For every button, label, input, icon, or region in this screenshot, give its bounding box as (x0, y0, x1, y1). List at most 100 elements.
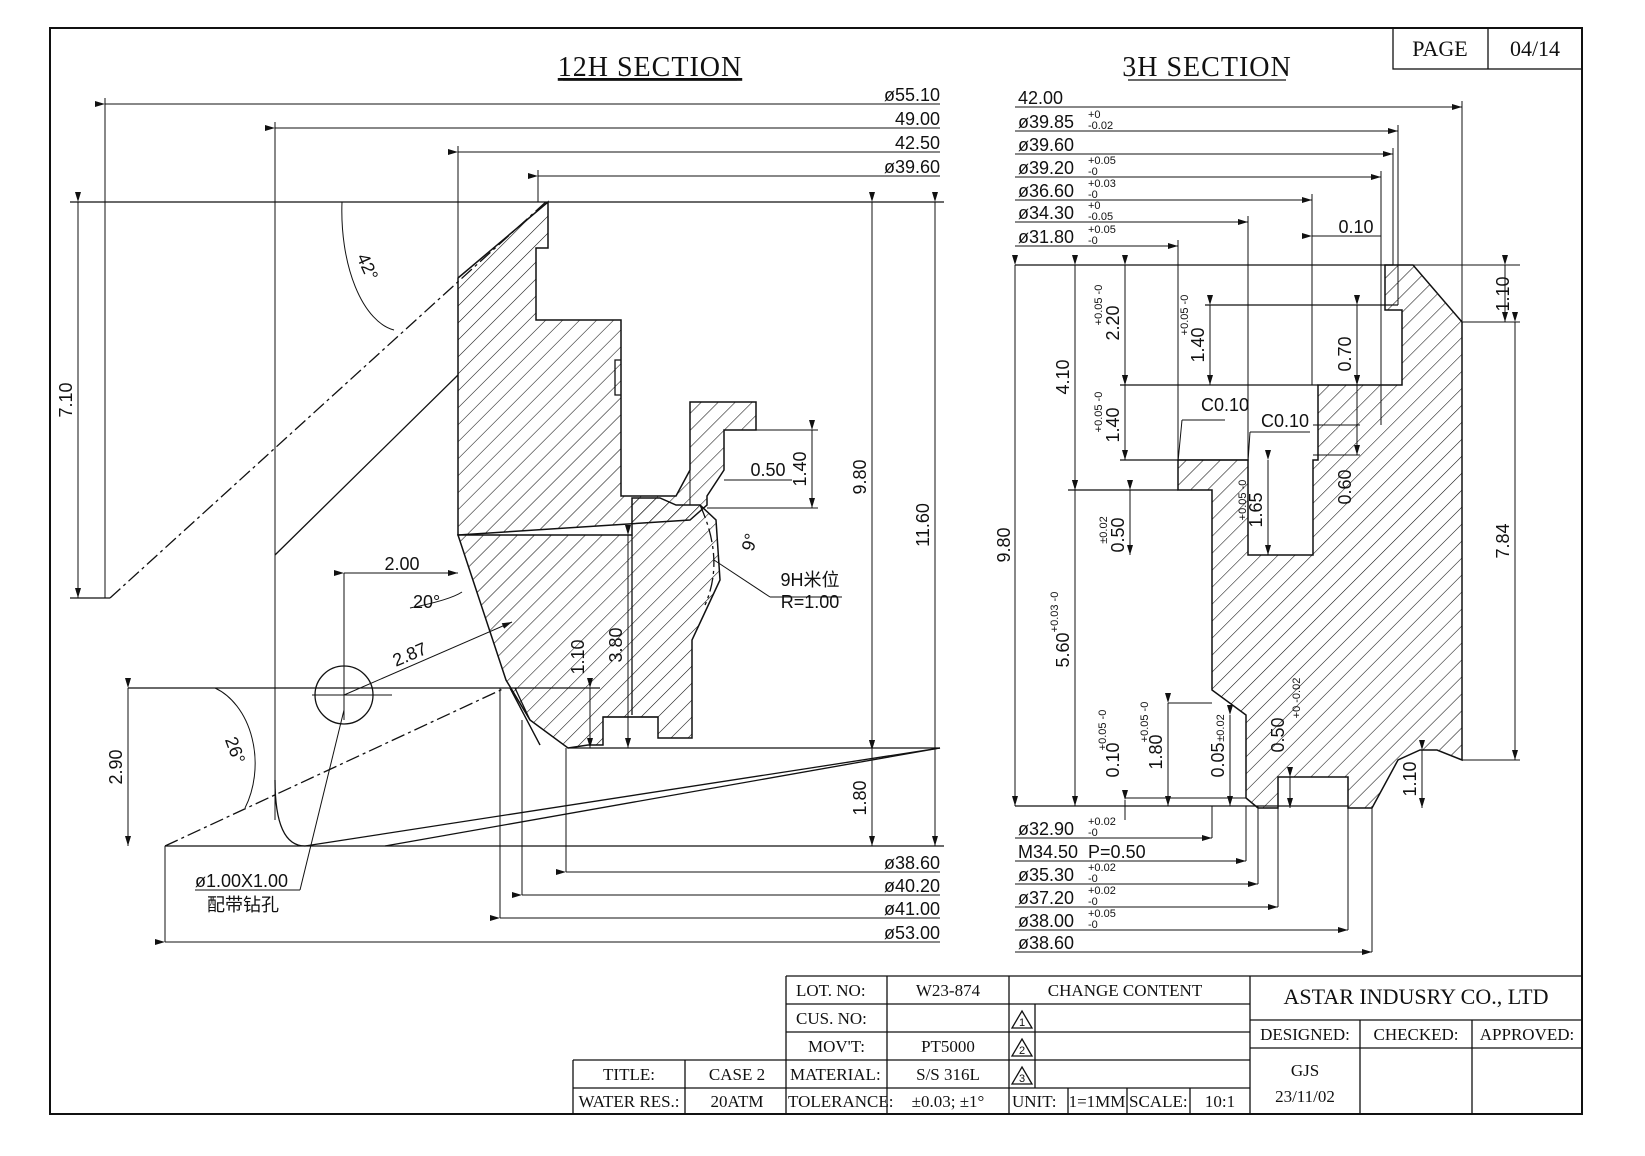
approved-label: APPROVED: (1480, 1025, 1574, 1044)
rev-2: 2 (1019, 1045, 1025, 1057)
dim-right-060: 0.60 (1335, 469, 1355, 504)
title-label: TITLE: (603, 1065, 655, 1084)
dim-right-140b: 1.40 (1103, 407, 1123, 442)
chamfer-a: C0.10 (1201, 395, 1249, 415)
dim-right-bot-5: ø38.60 (1018, 933, 1074, 953)
dim-left-bottom-2: ø41.00 (884, 899, 940, 919)
tolerance-label: TOLERANCE: (788, 1092, 893, 1111)
dim-right-top-3: ø39.20 (1018, 158, 1074, 178)
dim-1160: 11.60 (913, 503, 933, 547)
water-value: 20ATM (711, 1092, 764, 1111)
revision-triangle-icon (1010, 1065, 1034, 1085)
drawing-frame (49, 27, 1583, 1115)
dim-right-050b: 0.50 (1268, 717, 1288, 752)
dim-left-top-3: ø39.60 (884, 157, 940, 177)
dim-right-bot-4: ø38.00 (1018, 911, 1074, 931)
dim-right-top-1: ø39.85 (1018, 112, 1074, 132)
water-label: WATER RES.: (578, 1092, 679, 1111)
dim-right-top-1-up: +0 (1088, 109, 1101, 121)
lot-label: LOT. NO: (796, 981, 866, 1000)
dim-right-560-tol: +0.03 -0 (1049, 592, 1061, 633)
dim-right-220-tol: +0.05 -0 (1093, 285, 1105, 326)
cus-label: CUS. NO: (796, 1009, 867, 1028)
dim-right-bot-3: ø37.20 (1018, 888, 1074, 908)
dim-right-050: 0.50 (1108, 517, 1128, 552)
dim-right-bot-0-dn: -0 (1088, 827, 1098, 839)
dim-110-left: 1.10 (568, 639, 588, 674)
dim-right-140a-tol: +0.05 -0 (1179, 295, 1191, 336)
dim-left-top-1: 49.00 (895, 109, 940, 129)
change-header: CHANGE CONTENT (1048, 981, 1203, 1000)
page-label: PAGE (1412, 36, 1467, 61)
dim-right-top-4: ø36.60 (1018, 181, 1074, 201)
dim-left-bottom-0: ø38.60 (884, 853, 940, 873)
dim-right-784: 7.84 (1493, 523, 1513, 558)
dim-right-bot-3-dn: -0 (1088, 896, 1098, 908)
angle-9-label: 9° (738, 531, 762, 553)
right-top-dims: 42.00 ø39.85 +0 -0.02 ø39.60 ø39.20 +0.0… (1018, 88, 1116, 247)
revision-triangle-icon (1010, 1009, 1034, 1029)
dim-right-180-tol: +0.05 -0 (1139, 702, 1151, 743)
page-box: PAGE 04/14 (1392, 27, 1583, 70)
dim-right-top-5-up: +0 (1088, 200, 1101, 212)
note-9h-line2: R=1.00 (781, 592, 840, 612)
left-section-geometry (70, 98, 944, 945)
dim-180-left: 1.80 (850, 780, 870, 815)
dim-right-bot-0-up: +0.02 (1088, 816, 1116, 828)
designed-label: DESIGNED: (1260, 1025, 1350, 1044)
dim-980-left: 9.80 (850, 459, 870, 494)
right-bottom-dims: ø32.90 +0.02 -0 M34.50 P=0.50 ø35.30 +0.… (1018, 816, 1146, 953)
dim-right-top-1-dn: -0.02 (1088, 120, 1113, 132)
revision-markers: 1 2 3 (1010, 1009, 1034, 1085)
dim-140-left: 1.40 (790, 451, 810, 486)
dim-right-top-6: ø31.80 (1018, 227, 1074, 247)
dim-right-005: 0.05 (1208, 742, 1228, 777)
dim-right-410: 4.10 (1053, 359, 1073, 394)
left-section-title: 12H SECTION (558, 52, 742, 83)
dim-right-bot-0: ø32.90 (1018, 819, 1074, 839)
right-section-geometry (1012, 101, 1520, 955)
angle-26-label: 26° (221, 734, 249, 766)
company-name: ASTAR INDUSRY CO., LTD (1284, 984, 1549, 1009)
dim-right-560: 5.60 (1053, 632, 1073, 667)
rev-1: 1 (1019, 1017, 1025, 1029)
rev-3: 3 (1019, 1073, 1025, 1085)
dim-right-top-5-dn: -0.05 (1088, 211, 1113, 223)
dim-right-bot-3-up: +0.02 (1088, 885, 1116, 897)
angle-20-label: 20° (413, 592, 440, 612)
dim-right-top-3-up: +0.05 (1088, 155, 1116, 167)
title-value: CASE 2 (709, 1065, 765, 1084)
dim-right-110-bot: 1.10 (1400, 761, 1420, 796)
chamfer-b: C0.10 (1261, 411, 1309, 431)
dim-right-top-3-dn: -0 (1088, 166, 1098, 178)
scale-value: 10:1 (1205, 1092, 1235, 1111)
dim-right-220: 2.20 (1103, 305, 1123, 340)
title-block (572, 975, 1582, 1114)
designer-name: GJS (1291, 1061, 1319, 1080)
dim-right-180: 1.80 (1146, 734, 1166, 769)
lot-value: W23-874 (916, 981, 981, 1000)
dim-left-bottom-1: ø40.20 (884, 876, 940, 896)
revision-triangle-icon (1010, 1037, 1034, 1057)
dim-right-top-6-dn: -0 (1088, 235, 1098, 247)
dim-right-010v-tol: +0.05 -0 (1097, 710, 1109, 751)
scale-label: SCALE: (1129, 1092, 1188, 1111)
unit-label: UNIT: (1012, 1092, 1056, 1111)
dim-right-010v: 0.10 (1103, 742, 1123, 777)
dim-right-070: 0.70 (1335, 336, 1355, 371)
dim-380: 3.80 (606, 627, 626, 662)
dim-200: 2.00 (384, 554, 419, 574)
right-vertical-dims: 1.10 7.84 1.10 9.80 4.10 2.20 +0.05 -0 1… (994, 276, 1513, 796)
dim-right-050-tol: ±0.02 (1098, 516, 1110, 543)
movt-label: MOV'T: (808, 1037, 865, 1056)
dim-right-bot-1: M34.50 P=0.50 (1018, 842, 1146, 862)
dim-right-110-top: 1.10 (1493, 276, 1513, 311)
hole-note-line1: ø1.00X1.00 (195, 871, 288, 891)
material-label: MATERIAL: (790, 1065, 881, 1084)
dim-050-left: 0.50 (750, 460, 785, 480)
dim-right-bot-4-dn: -0 (1088, 919, 1098, 931)
dim-right-140a: 1.40 (1188, 327, 1208, 362)
dim-right-005-tol: ±0.02 (1215, 714, 1227, 741)
dim-right-bot-4-up: +0.05 (1088, 908, 1116, 920)
